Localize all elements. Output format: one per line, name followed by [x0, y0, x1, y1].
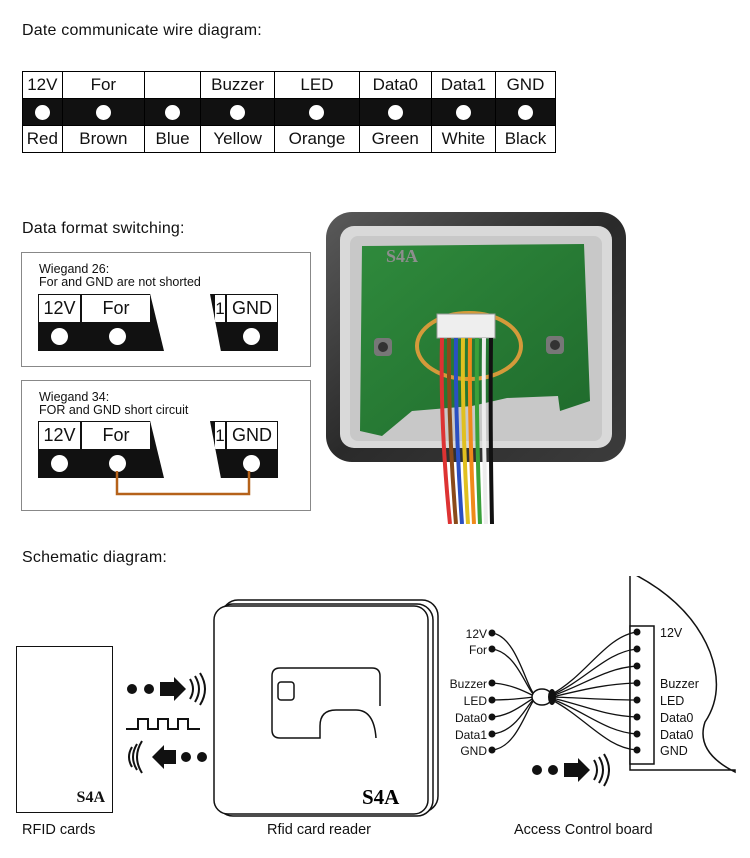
pin-dot	[51, 455, 68, 472]
wiegand34-left-connector: 12V For	[38, 421, 164, 478]
pin-label: Data1	[454, 728, 487, 742]
board-pin-label: Data0	[660, 728, 694, 742]
pin-dot	[109, 328, 126, 345]
color-cell: Orange	[274, 125, 360, 153]
pin-dot	[274, 98, 360, 126]
schematic-title: Schematic diagram:	[22, 549, 167, 566]
wiring-harness	[488, 576, 736, 774]
color-cell: White	[430, 125, 496, 153]
wire-color-table: 12V For Buzzer LED Data0 Data1 GND Red B…	[22, 71, 557, 153]
wiegand26-panel: Wiegand 26: For and GND are not shorted …	[21, 252, 311, 367]
board-pin-label: 12V	[660, 626, 683, 640]
pin-label: LED	[463, 694, 487, 708]
color-cell: Brown	[61, 125, 146, 153]
pin-dot	[109, 455, 126, 472]
arrow-left-icon	[152, 745, 176, 769]
wave-icon	[593, 753, 610, 787]
function-cell: GND	[494, 71, 557, 99]
function-cell: Buzzer	[199, 71, 276, 99]
function-cell: For	[61, 71, 146, 99]
format-switching-title: Data format switching:	[22, 220, 185, 237]
pin-label: GND	[460, 744, 487, 758]
caption-card-reader: Rfid card reader	[267, 822, 371, 838]
wiegand26-left-connector: 12V For	[38, 294, 164, 351]
pin-label: Buzzer	[449, 677, 487, 691]
pin-dot	[61, 98, 146, 126]
wave-icon	[189, 672, 206, 706]
pin-label-for: For	[81, 294, 151, 323]
color-cell: Black	[494, 125, 557, 153]
card-logo: S4A	[76, 789, 105, 806]
pin-dot	[243, 455, 260, 472]
pin-dot	[22, 98, 63, 126]
function-cell	[144, 71, 201, 99]
pin-label-1: 1	[214, 294, 226, 323]
pin-dot	[430, 98, 496, 126]
pulse-signal-icon	[126, 718, 200, 730]
function-cell: 12V	[22, 71, 63, 99]
pin-label-for: For	[81, 421, 151, 450]
access-board-outline	[629, 576, 736, 774]
wiegand34-caption-title: Wiegand 34:	[39, 390, 110, 404]
function-cell: LED	[274, 71, 360, 99]
wire-diagram-title: Date communicate wire diagram:	[22, 22, 262, 39]
caption-access-board: Access Control board	[514, 822, 653, 838]
wiegand34-panel: Wiegand 34: FOR and GND short circuit 12…	[21, 380, 311, 511]
color-cell: Yellow	[199, 125, 276, 153]
wiegand26-caption-title: Wiegand 26:	[39, 262, 110, 276]
wiegand34-right-connector: 1 GND	[210, 421, 278, 478]
pin-dot	[51, 328, 68, 345]
board-pin-label: GND	[660, 744, 688, 758]
pin-label-12v: 12V	[38, 294, 81, 323]
wave-icon	[128, 740, 143, 774]
board-pin-label: Data0	[660, 711, 694, 725]
color-cell: Green	[358, 125, 432, 153]
caption-rfid-cards: RFID cards	[22, 822, 96, 838]
function-cell: Data1	[430, 71, 496, 99]
pin-dot	[144, 98, 201, 126]
function-row: 12V For Buzzer LED Data0 Data1 GND	[22, 71, 557, 99]
pin-label: For	[469, 643, 487, 657]
pin-label-gnd: GND	[226, 294, 278, 323]
wiegand26-right-connector: 1 GND	[210, 294, 278, 351]
board-pin-label: Buzzer	[660, 677, 699, 691]
pin-label-1: 1	[214, 421, 226, 450]
pin-label: 12V	[465, 627, 487, 641]
function-cell: Data0	[358, 71, 432, 99]
wiegand26-caption-desc: For and GND are not shorted	[39, 275, 201, 289]
reader-logo: S4A	[362, 785, 400, 809]
color-row: Red Brown Blue Yellow Orange Green White…	[22, 125, 557, 153]
pin-dot	[243, 328, 260, 345]
pin-dot	[358, 98, 432, 126]
terminal-strip	[629, 625, 655, 765]
arrow-right-icon	[160, 677, 186, 701]
photo-logo: S4A	[386, 246, 418, 266]
card-reader: S4A	[213, 599, 439, 817]
pin-dot-row	[22, 98, 557, 126]
pin-dot	[494, 98, 557, 126]
board-pin-label: LED	[660, 694, 685, 708]
pin-label-gnd: GND	[226, 421, 278, 450]
arrow-right-icon	[564, 758, 590, 782]
card-slot-icon	[271, 667, 381, 706]
color-cell: Red	[22, 125, 63, 153]
rfid-card: S4A	[16, 646, 113, 813]
pin-dot	[199, 98, 276, 126]
pin-label: Data0	[454, 711, 487, 725]
pin-label-12v: 12V	[38, 421, 81, 450]
output-arrow	[532, 753, 610, 787]
signal-arrows	[126, 672, 207, 774]
reader-photo: S4A	[326, 212, 626, 524]
wiegand34-caption-desc: FOR and GND short circuit	[39, 403, 189, 417]
short-circuit-wire	[115, 471, 251, 496]
color-cell: Blue	[144, 125, 201, 153]
